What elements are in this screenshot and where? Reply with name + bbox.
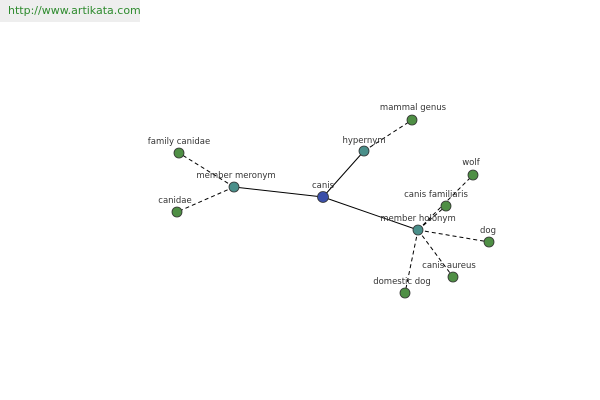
node-label-family-canidae[interactable]: family canidae [148, 137, 210, 147]
node-label-wolf[interactable]: wolf [462, 158, 481, 168]
node-canis-aureus[interactable] [447, 271, 459, 283]
nodes-layer [171, 114, 495, 299]
edge-canis-to-member-meronym [233, 186, 324, 198]
node-canis[interactable] [317, 191, 329, 203]
source-link[interactable]: http://www.artikata.com [0, 0, 141, 22]
edge-member-holonym-to-domestic-dog [404, 229, 419, 294]
node-canidae[interactable] [171, 206, 183, 218]
edge-member-meronym-to-canidae [176, 186, 235, 213]
edge-member-holonym-to-dog [417, 229, 490, 243]
node-domestic-dog[interactable] [399, 287, 411, 299]
edge-member-holonym-to-canis-aureus [417, 229, 454, 278]
node-label-canis-aureus[interactable]: canis aureus [422, 261, 476, 271]
edge-member-meronym-to-family-canidae [178, 152, 235, 188]
node-member-meronym[interactable] [228, 181, 240, 193]
node-canis-familiaris[interactable] [440, 200, 452, 212]
node-mammal-genus[interactable] [406, 114, 418, 126]
node-family-canidae[interactable] [173, 147, 185, 159]
node-wolf[interactable] [467, 169, 479, 181]
labels-layer: canis hypernym member meronym member holony… [148, 103, 496, 287]
edge-canis-to-member-holonym [322, 196, 419, 231]
node-label-canis[interactable]: canis [312, 181, 335, 191]
node-label-hypernym[interactable]: hypernym [342, 136, 385, 146]
edge-canis-to-hypernym [322, 150, 365, 198]
node-label-domestic-dog[interactable]: domestic dog [373, 277, 431, 287]
node-hypernym[interactable] [358, 145, 370, 157]
node-label-dog[interactable]: dog [480, 226, 496, 236]
node-dog[interactable] [483, 236, 495, 248]
node-label-mammal-genus[interactable]: mammal genus [380, 103, 447, 113]
node-label-member-holonym[interactable]: member holonym [380, 214, 455, 224]
edge-hypernym-to-mammal-genus [363, 119, 413, 152]
edge-member-holonym-to-canis-familiaris [417, 205, 447, 231]
node-label-canidae[interactable]: canidae [158, 196, 191, 206]
node-label-canis-familiaris[interactable]: canis familiaris [404, 190, 468, 200]
node-label-member-meronym[interactable]: member meronym [196, 171, 275, 181]
node-member-holonym[interactable] [412, 224, 424, 236]
